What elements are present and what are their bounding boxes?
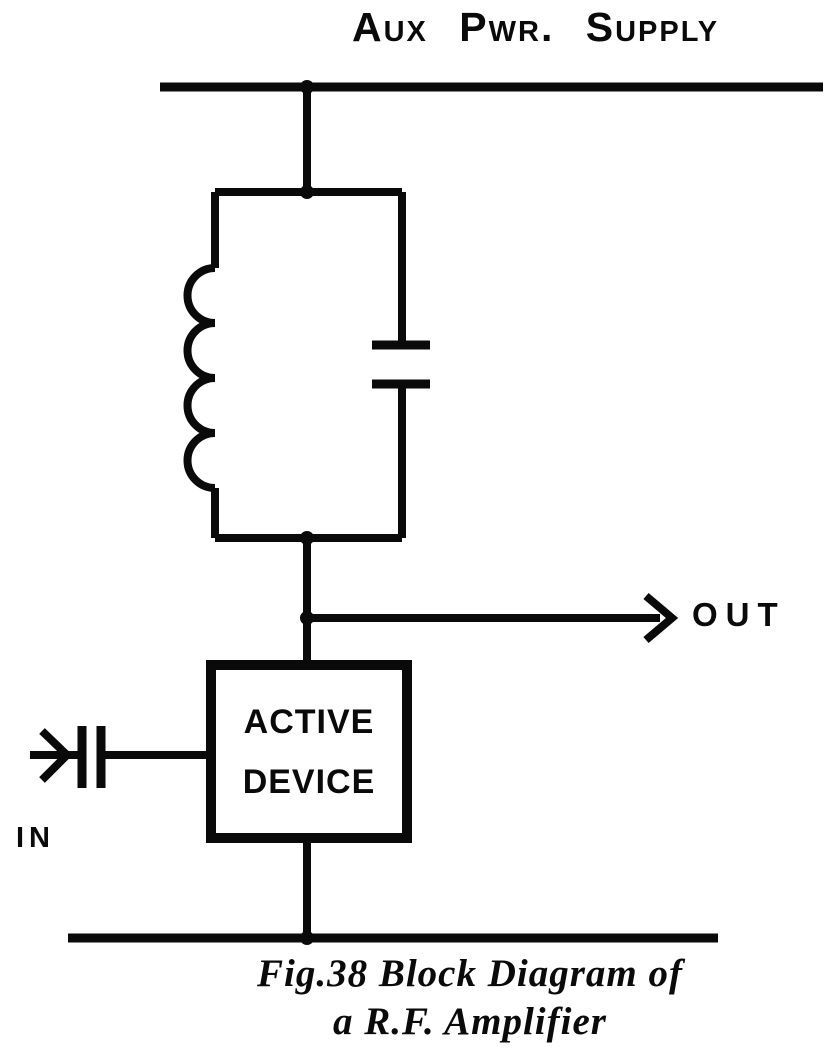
tank-capacitor-symbol (372, 192, 430, 538)
active-device-label-line2: DEVICE (242, 762, 376, 801)
active-device-label-line1: ACTIVE (243, 702, 375, 741)
figure-caption: Fig.38 Block Diagram of a R.F. Amplifier (120, 950, 820, 1045)
in-label: IN (16, 822, 55, 854)
out-label: OUT (692, 596, 786, 633)
tank-circuit (183, 185, 430, 545)
figure-caption-line1: Fig.38 Block Diagram of (256, 952, 683, 995)
in-arrow-icon (39, 728, 73, 783)
aux-power-supply-label: Aux Pwr. Supply (352, 4, 720, 50)
active-device-label: ACTIVE DEVICE (211, 665, 407, 838)
inductor-symbol (183, 192, 219, 538)
coupling-capacitor-symbol (77, 726, 106, 788)
input-coupling (30, 726, 211, 788)
ground-rail (68, 838, 718, 945)
output-branch (300, 592, 679, 644)
aux-power-rail (160, 80, 823, 192)
out-arrow-icon (643, 592, 679, 644)
figure-caption-line2: a R.F. Amplifier (333, 999, 607, 1043)
